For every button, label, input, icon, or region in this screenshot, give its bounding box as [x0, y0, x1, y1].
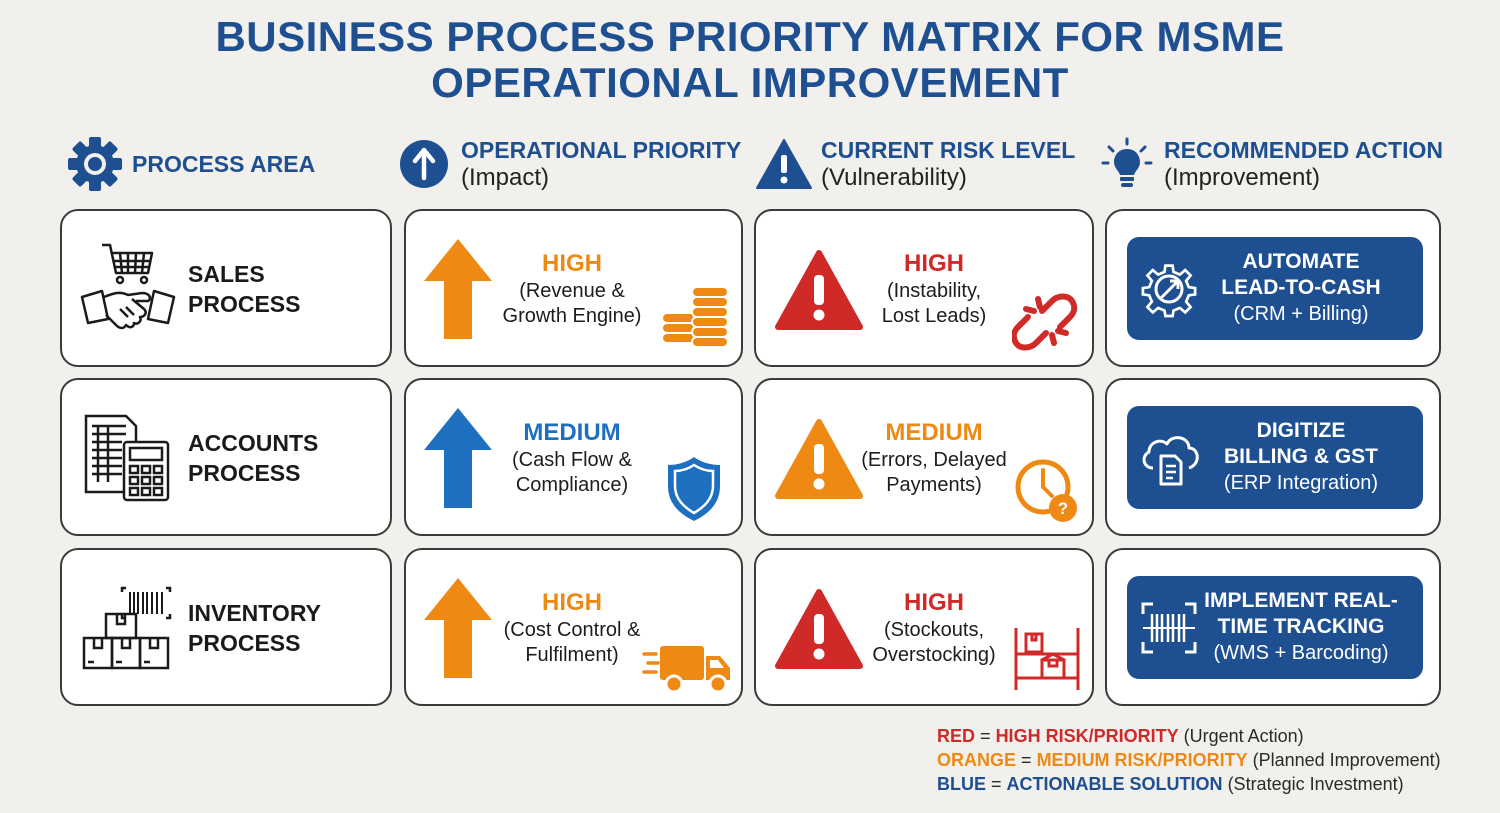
- arrow-up-icon: [422, 237, 494, 346]
- legend-item-orange: ORANGE = MEDIUM RISK/PRIORITY (Planned I…: [937, 750, 1441, 770]
- column-header-risk-level: CURRENT RISK LEVEL (Vulnerability): [755, 135, 1075, 193]
- priority-card-sales: HIGH (Revenue & Growth Engine): [404, 209, 743, 367]
- coins-icon: [658, 285, 732, 358]
- priority-level: MEDIUM: [523, 419, 621, 446]
- column-title: CURRENT RISK LEVEL: [821, 137, 1076, 163]
- warning-triangle-icon: [774, 249, 864, 336]
- column-header-operational-priority: OPERATIONAL PRIORITY (Impact): [395, 135, 741, 193]
- risk-level: HIGH: [904, 589, 964, 616]
- delivery-truck-icon: [642, 644, 734, 699]
- broken-link-icon: [1010, 289, 1078, 360]
- risk-text: HIGH (Stockouts, Overstocking): [854, 588, 1014, 668]
- column-subtitle: (Vulnerability): [821, 164, 967, 191]
- barcode-scan-icon: [1141, 602, 1197, 659]
- priority-text: MEDIUM (Cash Flow & Compliance): [488, 418, 656, 498]
- action-button[interactable]: IMPLEMENT REAL- TIME TRACKING (WMS + Bar…: [1127, 576, 1423, 679]
- column-header-process-area: PROCESS AREA: [66, 135, 315, 193]
- risk-level: HIGH: [904, 250, 964, 277]
- legend-item-red: RED = HIGH RISK/PRIORITY (Urgent Action): [937, 726, 1304, 746]
- risk-level: MEDIUM: [885, 419, 983, 446]
- page-title: BUSINESS PROCESS PRIORITY MATRIX FOR MSM…: [0, 14, 1500, 106]
- cart-handshake-icon: [80, 239, 176, 344]
- legend-item-blue: BLUE = ACTIONABLE SOLUTION (Strategic In…: [937, 774, 1404, 794]
- risk-card-accounts: MEDIUM (Errors, Delayed Payments) ?: [754, 378, 1094, 536]
- clock-question-icon: ?: [1014, 458, 1080, 529]
- cloud-document-icon: [1139, 430, 1201, 493]
- priority-card-accounts: MEDIUM (Cash Flow & Compliance): [404, 378, 743, 536]
- action-button[interactable]: AUTOMATE LEAD-TO-CASH (CRM + Billing): [1127, 237, 1423, 340]
- svg-text:?: ?: [1058, 499, 1068, 518]
- shelf-box-icon: [1012, 624, 1082, 697]
- warning-triangle-icon: [774, 588, 864, 675]
- warning-triangle-icon: [755, 135, 813, 193]
- arrow-up-icon: [422, 406, 494, 515]
- column-subtitle: (Impact): [461, 164, 550, 191]
- process-label: ACCOUNTS PROCESS: [188, 430, 319, 486]
- column-title: PROCESS AREA: [132, 151, 316, 177]
- shield-icon: [664, 454, 724, 529]
- action-button[interactable]: DIGITIZE BILLING & GST (ERP Integration): [1127, 406, 1423, 509]
- risk-card-sales: HIGH (Instability, Lost Leads): [754, 209, 1094, 367]
- gear-icon: [66, 135, 124, 193]
- action-card-inventory: IMPLEMENT REAL- TIME TRACKING (WMS + Bar…: [1105, 548, 1441, 706]
- process-label: SALES PROCESS: [188, 261, 301, 317]
- gear-arrow-icon: [1139, 259, 1199, 324]
- process-card-sales: SALES PROCESS: [60, 209, 392, 367]
- priority-level: HIGH: [542, 250, 602, 277]
- process-card-accounts: ACCOUNTS PROCESS: [60, 378, 392, 536]
- action-text: IMPLEMENT REAL- TIME TRACKING (WMS + Bar…: [1204, 589, 1398, 664]
- column-title: RECOMMENDED ACTION: [1164, 137, 1443, 163]
- title-line-2: OPERATIONAL IMPROVEMENT: [431, 59, 1069, 106]
- calculator-document-icon: [82, 412, 172, 509]
- priority-text: HIGH (Revenue & Growth Engine): [488, 249, 656, 329]
- priority-card-inventory: HIGH (Cost Control & Fulfilment): [404, 548, 743, 706]
- action-card-accounts: DIGITIZE BILLING & GST (ERP Integration): [1105, 378, 1441, 536]
- column-title: OPERATIONAL PRIORITY: [461, 137, 742, 163]
- lightbulb-icon: [1098, 135, 1156, 193]
- priority-text: HIGH (Cost Control & Fulfilment): [488, 588, 656, 668]
- arrow-up-icon: [422, 576, 494, 685]
- risk-text: MEDIUM (Errors, Delayed Payments): [848, 418, 1020, 498]
- priority-level: HIGH: [542, 589, 602, 616]
- action-card-sales: AUTOMATE LEAD-TO-CASH (CRM + Billing): [1105, 209, 1441, 367]
- legend: RED = HIGH RISK/PRIORITY (Urgent Action)…: [937, 724, 1441, 796]
- action-text: AUTOMATE LEAD-TO-CASH (CRM + Billing): [1221, 250, 1381, 325]
- process-card-inventory: INVENTORY PROCESS: [60, 548, 392, 706]
- column-header-recommended-action: RECOMMENDED ACTION (Improvement): [1098, 135, 1443, 193]
- action-text: DIGITIZE BILLING & GST (ERP Integration): [1223, 419, 1379, 494]
- column-subtitle: (Improvement): [1164, 164, 1321, 191]
- process-label: INVENTORY PROCESS: [188, 600, 321, 656]
- title-line-1: BUSINESS PROCESS PRIORITY MATRIX FOR MSM…: [215, 13, 1285, 60]
- risk-text: HIGH (Instability, Lost Leads): [854, 249, 1014, 329]
- boxes-barcode-icon: [82, 584, 174, 679]
- arrow-up-circle-icon: [395, 135, 453, 193]
- risk-card-inventory: HIGH (Stockouts, Overstocking): [754, 548, 1094, 706]
- warning-triangle-icon: [774, 418, 864, 505]
